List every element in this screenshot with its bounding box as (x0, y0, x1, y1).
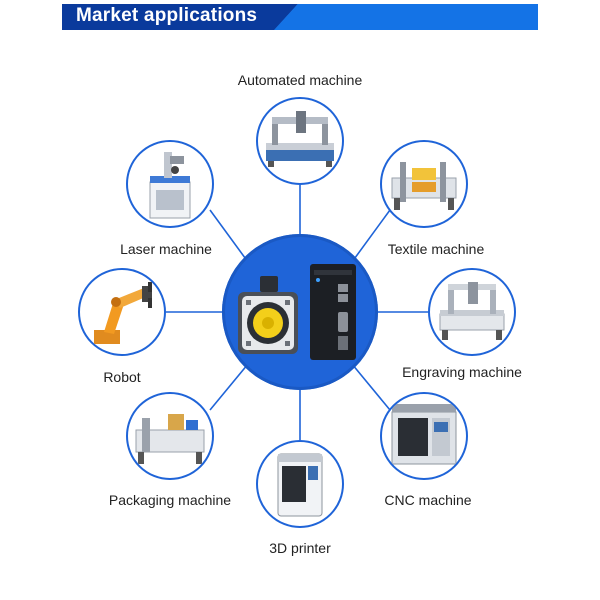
textile-machine-icon (391, 162, 457, 210)
app-circle-automated-machine (256, 97, 344, 185)
servo-motor-driver-icon (238, 264, 356, 360)
app-circle-packaging-machine (126, 392, 214, 480)
label-engraving-machine: Engraving machine (402, 364, 522, 380)
cnc-machine-icon (391, 404, 457, 465)
packaging-machine-icon (135, 414, 205, 464)
label-automated-machine: Automated machine (237, 72, 363, 88)
robot-arm-icon (94, 282, 152, 344)
app-circle-engraving-machine (428, 268, 516, 356)
header-banner-light (274, 4, 538, 30)
page-title: Market applications (76, 5, 258, 26)
app-circle-cnc-machine (380, 392, 468, 480)
app-circle-3d-printer (256, 440, 344, 528)
automated-machine-icon (266, 111, 334, 167)
app-circle-textile-machine (380, 140, 468, 228)
label-cnc-machine: CNC machine (384, 492, 472, 508)
label-packaging-machine: Packaging machine (108, 492, 232, 508)
app-circle-robot (78, 268, 166, 356)
header-banner-dark (62, 4, 298, 30)
laser-machine-icon (149, 152, 191, 219)
label-robot: Robot (103, 369, 141, 385)
label-3d-printer: 3D printer (269, 540, 331, 556)
center-products-circle (222, 234, 378, 390)
label-laser-machine: Laser machine (120, 241, 212, 257)
label-textile-machine: Textile machine (387, 241, 485, 257)
app-circle-laser-machine (126, 140, 214, 228)
3d-printer-icon (277, 453, 323, 517)
engraving-machine-icon (439, 282, 505, 340)
header-banner: Market applications (62, 4, 538, 30)
